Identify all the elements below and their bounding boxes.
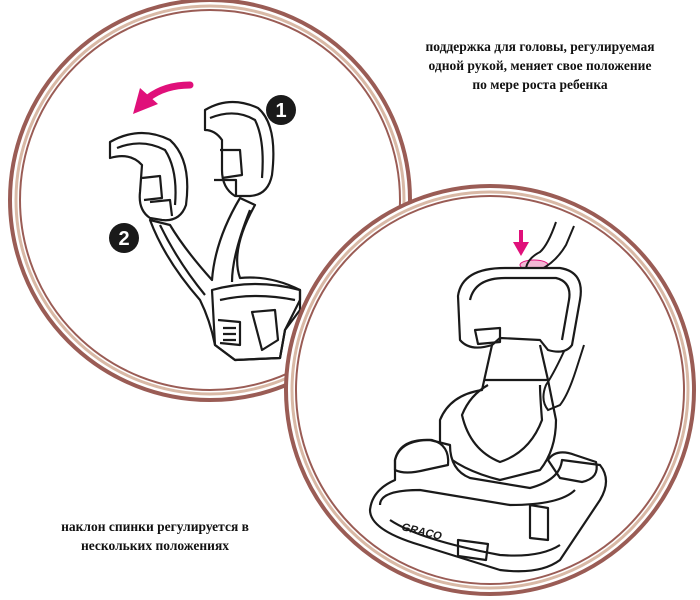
headrest-illustration: GRACO [284,184,696,596]
recline-frame-inner [19,9,401,391]
recline-caption-line: нескольких положениях [80,538,230,553]
recline-caption-line: наклон спинки регулируется в [61,519,249,534]
hand-drawings [524,221,585,412]
step-badge-2-label: 2 [118,228,129,250]
headrest-frame-inner [295,195,685,585]
recline-frame-mid [14,4,406,396]
headrest-frame-mid [290,190,690,590]
curved-arrow-icon [133,81,194,114]
recline-caption: наклон спинки регулируется в нескольких … [30,517,280,555]
step-badge-1: 1 [266,95,296,125]
step-badge-1-label: 1 [275,100,286,122]
recline-frame-outer [8,0,412,402]
headrest-caption: поддержка для головы, регулируемая одной… [395,37,685,94]
headrest-caption-line: по мере роста ребенка [472,77,608,92]
reclining-seat-drawing [108,100,302,362]
headrest-caption-line: поддержка для головы, регулируемая [425,39,655,54]
headrest-caption-line: одной рукой, меняет свое положение [428,58,652,73]
recline-illustration: 1 2 [8,0,412,402]
booster-seat-drawing [368,266,608,573]
step-badge-2: 2 [109,223,139,253]
